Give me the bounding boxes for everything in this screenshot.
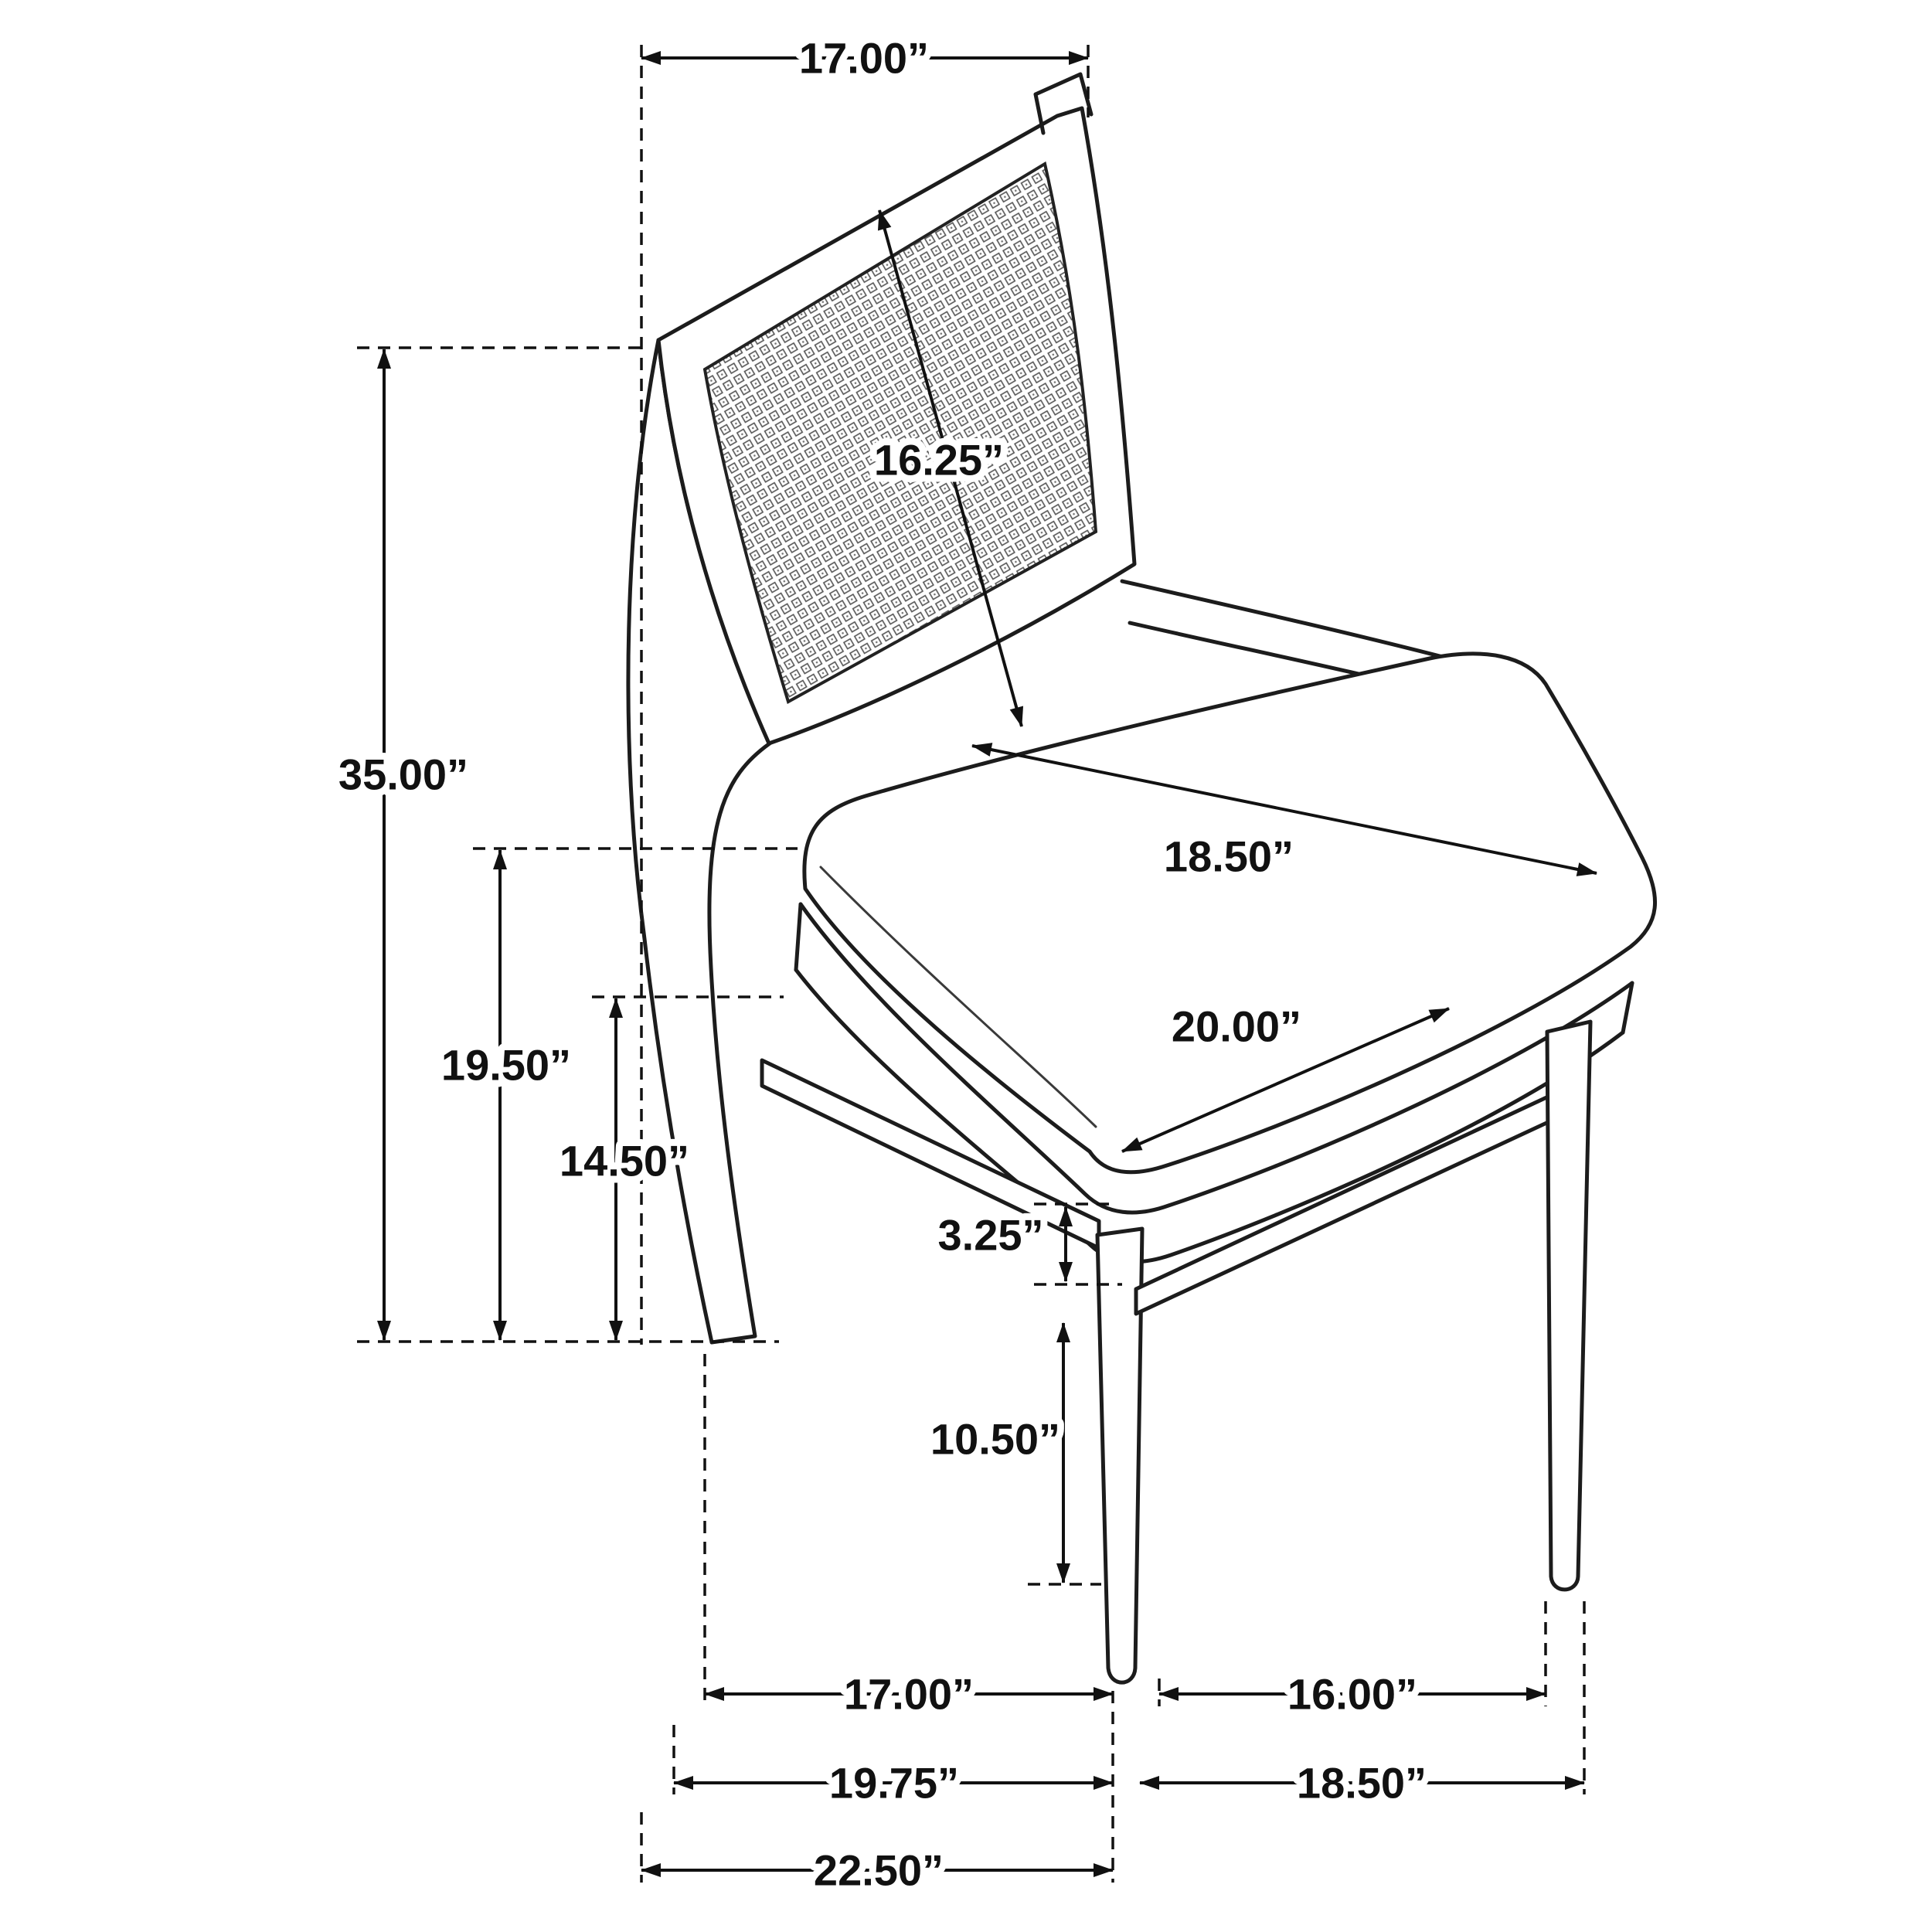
dim-mid-depth-span: 19.75” xyxy=(673,1752,1114,1815)
dim-back-panel-height: 16.25” xyxy=(867,209,1024,727)
dim-floor-to-seat-back: 19.50” xyxy=(434,849,578,1341)
seat-apron-left-edge xyxy=(794,902,803,972)
dim-back-panel-height-label: 16.25” xyxy=(874,436,1004,485)
dim-rail-to-stretcher: 3.25” xyxy=(931,1204,1073,1282)
seat-apron-right-edge xyxy=(1621,981,1634,1035)
backrest-post-cap xyxy=(1033,72,1094,135)
front-left-leg xyxy=(1095,1226,1145,1685)
dim-overall-height: 35.00” xyxy=(332,349,475,1341)
dim-seat-depth: 18.50” xyxy=(971,743,1597,888)
dim-seat-width: 20.00” xyxy=(1121,995,1450,1153)
dim-mid-depth-span-label: 19.75” xyxy=(829,1759,959,1808)
dim-seat-width-label: 20.00” xyxy=(1172,1002,1301,1051)
dim-floor-to-seat-rail: 14.50” xyxy=(553,998,696,1341)
dim-overall-depth: 22.50” xyxy=(641,1839,1114,1902)
dim-seat-depth-label: 18.50” xyxy=(1164,832,1294,881)
dim-rail-to-stretcher-label: 3.25” xyxy=(938,1211,1044,1260)
dim-floor-to-seat-rail-label: 14.50” xyxy=(560,1137,689,1185)
dim-overall-depth-label: 22.50” xyxy=(814,1846,944,1895)
dim-base-side-span-label: 17.00” xyxy=(844,1670,974,1719)
seat-cushion-rim xyxy=(798,902,1634,1215)
front-right-leg xyxy=(1545,1019,1593,1592)
dim-base-front-span-label: 16.00” xyxy=(1287,1670,1417,1719)
chair-drawing xyxy=(626,72,1658,1685)
dim-base-front-span: 16.00” xyxy=(1158,1663,1546,1726)
dim-stretcher-to-floor-label: 10.50” xyxy=(930,1415,1060,1464)
seat-cushion-crease xyxy=(819,866,1097,1128)
dim-back-width-label: 17.00” xyxy=(799,34,929,83)
dim-overall-height-label: 35.00” xyxy=(338,750,468,799)
dim-stretcher-to-floor: 10.50” xyxy=(923,1322,1070,1583)
dim-mid-width-span-label: 18.50” xyxy=(1297,1759,1427,1808)
dim-mid-width-span: 18.50” xyxy=(1139,1752,1585,1815)
dim-back-width: 17.00” xyxy=(641,27,1089,90)
dim-base-side-span: 17.00” xyxy=(704,1663,1114,1726)
dim-floor-to-seat-back-label: 19.50” xyxy=(441,1041,571,1090)
